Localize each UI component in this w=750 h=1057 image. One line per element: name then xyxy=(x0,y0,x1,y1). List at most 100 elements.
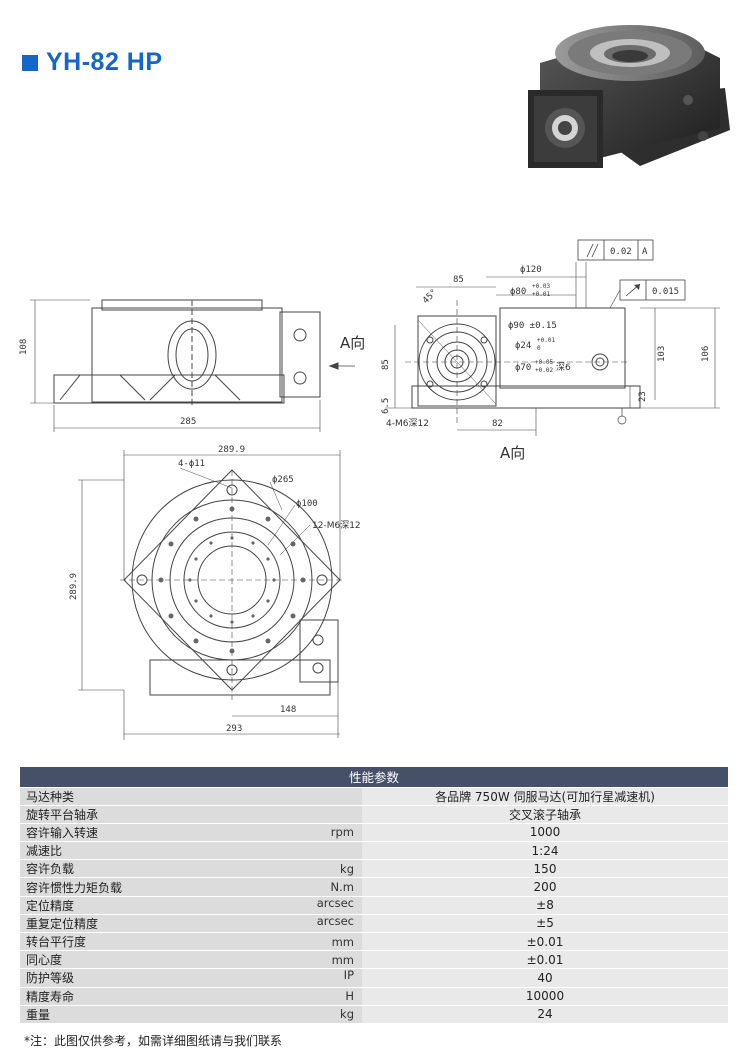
side-height-label: 108 xyxy=(19,339,29,355)
spec-label: 容许惯性力矩负载 xyxy=(26,880,123,895)
spec-label-cell: 重量 kg xyxy=(20,1005,362,1024)
spec-label-cell: 重复定位精度 arcsec xyxy=(20,913,362,934)
taps-label: 12-M6深12 xyxy=(312,520,361,531)
parallel-tolerance: 0.02 xyxy=(610,247,632,257)
holes-label: 4-M6深12 xyxy=(386,418,429,429)
d100-label: ϕ100 xyxy=(296,499,318,509)
d70-tol-lo: +0.02 xyxy=(535,367,553,374)
d24-tol-hi: +0.01 xyxy=(537,337,555,344)
spec-value: 1:24 xyxy=(362,841,728,861)
spec-unit: N.m xyxy=(330,880,354,895)
spec-value: 200 xyxy=(362,877,728,897)
title-square-icon xyxy=(22,54,38,71)
top-width-label: 289.9 xyxy=(218,445,245,455)
spec-unit: rpm xyxy=(330,825,354,840)
h23-label: 23 xyxy=(638,391,648,402)
side-direction-label: A向 xyxy=(340,334,365,352)
d80-label: ϕ80 xyxy=(510,287,526,297)
w293-label: 293 xyxy=(226,724,242,734)
spec-table-body: 马达种类各品牌 750W 伺服马达(可加行星减速机)旋转平台轴承交叉滚子轴承容许… xyxy=(20,787,728,1024)
front-view xyxy=(385,239,720,436)
side-view xyxy=(30,299,355,432)
spec-unit: kg xyxy=(340,1007,354,1022)
d80-tol-lo: +0.01 xyxy=(532,291,550,298)
spec-value: 交叉滚子轴承 xyxy=(362,805,728,824)
table-row: 旋转平台轴承 交叉滚子轴承 xyxy=(20,805,728,824)
spec-label-cell: 转台平行度 mm xyxy=(20,932,362,952)
spec-value: 1000 xyxy=(362,823,728,843)
table-row: 重复定位精度 arcsec ±5 xyxy=(20,913,728,934)
side-width-label: 285 xyxy=(180,417,196,427)
product-photo xyxy=(528,25,730,168)
spec-label: 旋转平台轴承 xyxy=(26,807,99,822)
spec-value: ±0.01 xyxy=(362,932,728,952)
technical-drawings: 108 285 A向 0.02 A 0.015 ϕ120 ϕ80 +0.03 +… xyxy=(19,239,720,740)
top-height-label: 289.9 xyxy=(69,573,79,600)
view-a-label: A向 xyxy=(500,444,525,462)
product-header: YH-82 HP xyxy=(22,48,163,77)
w148-label: 148 xyxy=(280,705,296,715)
d70-depth: 深6 xyxy=(556,362,571,373)
offset-85-label: 85 xyxy=(453,275,464,285)
spec-value: 24 xyxy=(362,1005,728,1024)
d70-tol-hi: +0.05 xyxy=(535,359,553,366)
spec-label-cell: 容许惯性力矩负载 N.m xyxy=(20,877,362,897)
spec-label: 减速比 xyxy=(26,844,63,859)
spec-unit: arcsec xyxy=(316,913,354,928)
spec-label-cell: 减速比 xyxy=(20,841,362,861)
table-row: 马达种类各品牌 750W 伺服马达(可加行星减速机) xyxy=(20,787,728,806)
spec-title: 性能参数 xyxy=(20,767,728,788)
table-row: 减速比 1:24 xyxy=(20,841,728,861)
spec-label-cell: 旋转平台轴承 xyxy=(20,805,362,824)
spec-label: 重量 xyxy=(26,1007,51,1022)
spec-value: ±8 xyxy=(362,896,728,915)
spec-label-cell: 精度寿命 H xyxy=(20,987,362,1006)
spec-unit: IP xyxy=(343,968,354,983)
h85-label: 85 xyxy=(381,359,391,370)
table-row: 转台平行度 mm ±0.01 xyxy=(20,932,728,952)
table-row: 容许惯性力矩负载 N.m 200 xyxy=(20,877,728,897)
table-row: 精度寿命 H 10000 xyxy=(20,987,728,1006)
spec-label: 同心度 xyxy=(26,953,63,968)
top-view xyxy=(78,450,345,740)
spec-label-cell: 容许负载 kg xyxy=(20,859,362,879)
h6-5-label: 6.5 xyxy=(381,398,391,414)
spec-table-header: 性能参数 xyxy=(20,767,728,788)
runout-tolerance: 0.015 xyxy=(652,287,679,297)
spec-unit: mm xyxy=(331,934,354,949)
d24-label: ϕ24 xyxy=(515,341,531,351)
spec-unit: H xyxy=(345,989,354,1004)
spec-table: 性能参数 马达种类各品牌 750W 伺服马达(可加行星减速机)旋转平台轴承 交叉滚… xyxy=(20,767,728,1024)
spec-label: 容许负载 xyxy=(26,862,75,877)
spec-label: 转台平行度 xyxy=(26,935,87,950)
spec-unit: kg xyxy=(340,861,354,876)
d70-label: ϕ70 xyxy=(515,363,531,373)
datum-label: A xyxy=(642,247,648,257)
table-row: 容许负载 kg 150 xyxy=(20,859,728,879)
h106-label: 106 xyxy=(701,346,711,362)
angle-label: 45° xyxy=(421,288,440,307)
spec-label-cell: 马达种类 xyxy=(20,787,362,806)
spec-value: 10000 xyxy=(362,987,728,1006)
d90-label: ϕ90 ±0.15 xyxy=(508,321,557,331)
footnote: *注：此图仅供参考，如需详细图纸请与我们联系 xyxy=(24,1034,283,1048)
spec-value: ±0.01 xyxy=(362,950,728,970)
spec-value: ±5 xyxy=(362,914,728,934)
w82-label: 82 xyxy=(492,419,503,429)
spec-value: 150 xyxy=(362,859,728,879)
spec-label: 重复定位精度 xyxy=(26,916,99,931)
top-view-holes xyxy=(158,506,306,654)
product-title: YH-82 HP xyxy=(46,48,163,76)
holes-4-label: 4-ϕ11 xyxy=(178,459,205,469)
d80-tol-hi: +0.03 xyxy=(532,283,550,290)
spec-unit: arcsec xyxy=(316,895,354,910)
spec-label: 精度寿命 xyxy=(26,989,75,1004)
